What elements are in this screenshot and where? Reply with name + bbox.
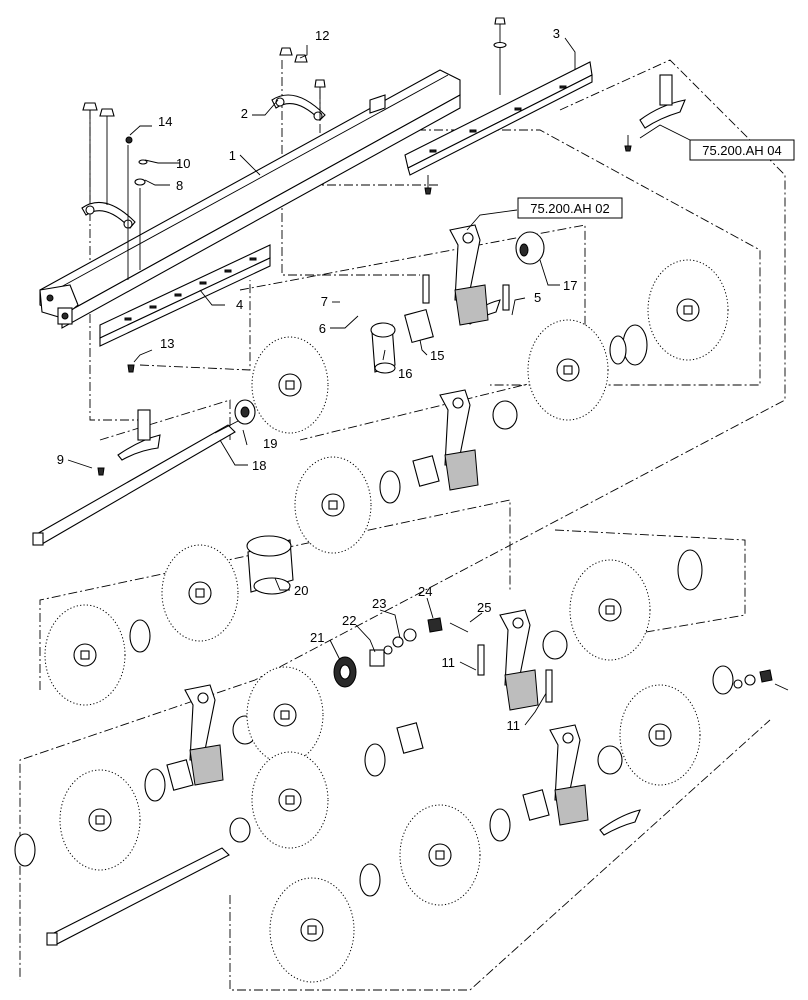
angle-bar xyxy=(99,244,271,347)
callout-20: 20 xyxy=(294,583,308,598)
gang-axle-lower xyxy=(46,847,230,946)
disc-hubs xyxy=(73,298,700,942)
callout-17: 17 xyxy=(563,278,577,293)
callout-24: 24 xyxy=(418,584,432,599)
ref-mid-label: 75.200.AH 02 xyxy=(530,201,610,216)
u-bracket-top xyxy=(271,94,326,121)
axle-end-hardware xyxy=(333,617,789,695)
callout-21: 21 xyxy=(310,630,324,645)
callout-6: 6 xyxy=(319,321,326,336)
reference-box-mid: 75.200.AH 02 xyxy=(517,197,623,219)
reference-box-top: 75.200.AH 04 xyxy=(689,139,795,161)
callout-4: 4 xyxy=(236,297,243,312)
angle-bar-slots xyxy=(124,257,257,321)
callout-2: 2 xyxy=(241,106,248,121)
callout-18: 18 xyxy=(252,458,266,473)
callout-13: 13 xyxy=(160,336,174,351)
bearing-caps xyxy=(229,231,623,843)
toolbar-beam xyxy=(39,69,461,329)
callout-leaders xyxy=(67,37,691,726)
spacer-spools xyxy=(14,322,703,897)
callout-12: 12 xyxy=(315,28,329,43)
callout-1: 1 xyxy=(229,148,236,163)
callout-16: 16 xyxy=(398,366,412,381)
callout-7: 7 xyxy=(321,294,328,309)
u-bracket-left xyxy=(81,201,136,229)
callout-5: 5 xyxy=(534,290,541,305)
gang-axle-upper xyxy=(32,419,241,546)
callout-11b: 11 xyxy=(507,718,521,733)
callout-14: 14 xyxy=(158,114,172,129)
callout-10: 10 xyxy=(176,156,190,171)
callout-3: 3 xyxy=(553,26,560,41)
callout-8: 8 xyxy=(176,178,183,193)
callout-11a: 11 xyxy=(442,655,456,670)
bolts-and-nuts xyxy=(82,17,632,476)
callout-labels: 1 2 3 4 5 6 7 8 9 10 11 11 12 13 14 15 1… xyxy=(57,26,578,733)
bearing-hangers xyxy=(184,224,589,826)
callout-23: 23 xyxy=(372,596,386,611)
callout-15: 15 xyxy=(430,348,444,363)
ref-top-label: 75.200.AH 04 xyxy=(702,143,782,158)
callout-22: 22 xyxy=(342,613,356,628)
callout-25: 25 xyxy=(477,600,491,615)
callout-19: 19 xyxy=(263,436,277,451)
angle-bar-right xyxy=(404,61,593,176)
callout-9: 9 xyxy=(57,452,64,467)
bushings xyxy=(166,308,550,821)
hanger-bolts xyxy=(422,274,553,703)
